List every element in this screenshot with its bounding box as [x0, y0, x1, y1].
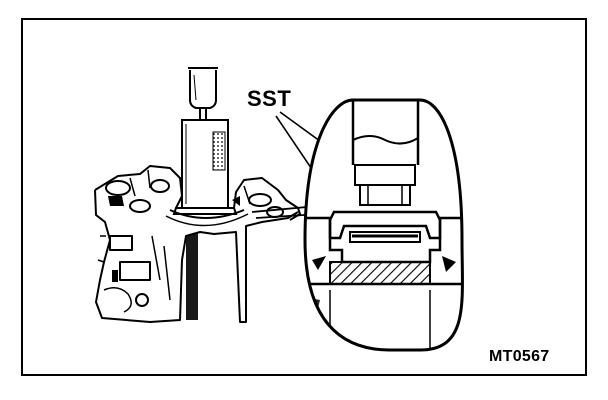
transaxle-case [94, 165, 301, 323]
magnified-detail-view [303, 98, 464, 352]
figure-code: MT0567 [489, 348, 550, 365]
sst-press-tool [172, 67, 238, 215]
sst-label: SST [247, 86, 292, 111]
figure-frame [21, 18, 587, 376]
